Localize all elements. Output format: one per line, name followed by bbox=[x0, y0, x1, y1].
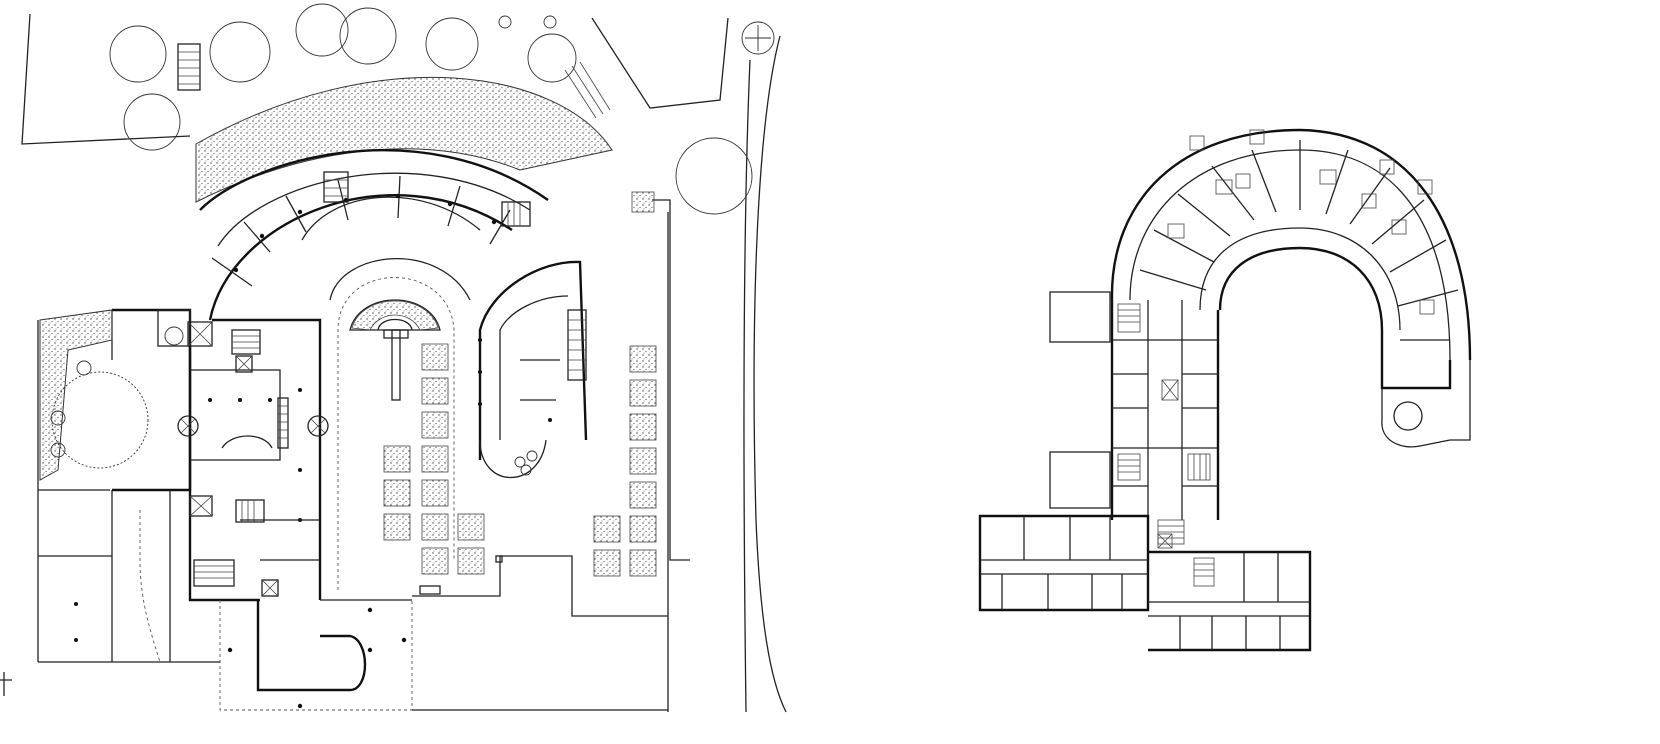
upper-curved-wing bbox=[1110, 128, 1472, 361]
west-block bbox=[37, 308, 213, 662]
upper-spine bbox=[1049, 291, 1220, 520]
curved-hedge bbox=[195, 76, 613, 203]
east-wing bbox=[478, 260, 588, 478]
ground-floor-site-plan bbox=[0, 3, 787, 713]
main-lobby bbox=[177, 318, 329, 602]
garden-stairs bbox=[177, 43, 611, 119]
curved-wing bbox=[199, 149, 549, 321]
entrance-canopy bbox=[0, 555, 668, 711]
drive-lane bbox=[38, 490, 171, 663]
upper-south-wings bbox=[978, 514, 1312, 652]
trees bbox=[51, 3, 775, 469]
east-planters bbox=[593, 191, 657, 577]
site-boundary bbox=[21, 13, 787, 713]
upper-floor-plan bbox=[978, 128, 1472, 652]
central-courtyard bbox=[337, 277, 503, 590]
upper-east-leg bbox=[1380, 330, 1471, 448]
